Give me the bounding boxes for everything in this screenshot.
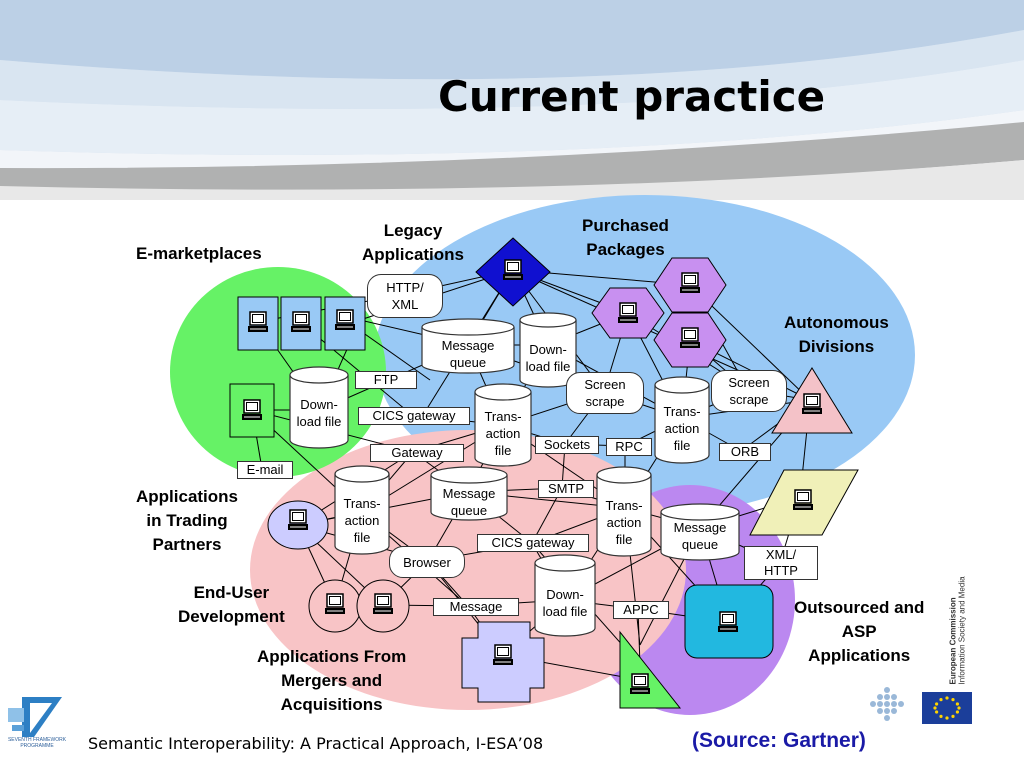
seventh-framework-logo	[8, 697, 62, 737]
smtp-tag: SMTP	[538, 480, 594, 498]
e-marketplace-computers	[229, 296, 366, 438]
label-purchased-packages: Purchased Packages	[582, 216, 669, 259]
label-legacy-applications: Legacy Applications	[362, 221, 465, 264]
dot-logo	[870, 687, 904, 721]
transaction-file-cylinder-4: Trans- action file	[605, 497, 643, 547]
message-tag: Message	[433, 598, 519, 616]
slide-title: Current practice	[438, 72, 826, 121]
label-outsourced-asp: Outsourced and ASP Applications	[794, 598, 925, 665]
message-queue-cylinder-2: Message queue	[442, 486, 496, 518]
screen-scrape-bubble-1: Screen scrape	[566, 372, 644, 414]
slide-footer: Semantic Interoperability: A Practical A…	[88, 734, 544, 753]
gateway-tag: Gateway	[370, 444, 464, 462]
label-e-marketplaces: E-marketplaces	[136, 244, 262, 263]
download-file-cylinder-1: Down- load file	[525, 342, 571, 374]
end-user-circles	[308, 579, 410, 633]
message-queue-cylinder-3: Message queue	[673, 520, 727, 552]
asp-application-box	[684, 584, 774, 659]
screen-scrape-bubble-2: Screen scrape	[711, 370, 787, 412]
appc-tag: APPC	[613, 601, 669, 619]
transaction-file-cylinder-2: Trans- action file	[663, 403, 701, 453]
rpc-tag: RPC	[606, 438, 652, 456]
download-file-cylinder-3: Down- load file	[542, 587, 588, 619]
browser-bubble: Browser	[389, 546, 465, 578]
orb-tag: ORB	[719, 443, 771, 461]
download-file-cylinder-2: Down- load file	[296, 397, 342, 429]
xml-http-tag: XML/ HTTP	[744, 546, 818, 580]
label-autonomous-divisions: Autonomous Divisions	[784, 313, 889, 356]
ftp-tag: FTP	[355, 371, 417, 389]
legacy-application-diamond	[475, 237, 551, 307]
eu-flag-logo	[922, 692, 972, 724]
title-band-graphic	[0, 0, 1024, 200]
transaction-file-cylinder-3: Trans- action file	[343, 495, 381, 545]
source-citation: (Source: Gartner)	[692, 729, 866, 752]
http-xml-bubble: HTTP/ XML	[367, 274, 443, 318]
autonomous-division-triangle	[771, 367, 853, 434]
label-end-user-development: End-User Development	[178, 583, 285, 626]
seventh-framework-caption: SEVENTH FRAMEWORK PROGRAMME	[7, 737, 67, 749]
transaction-file-cylinder-1: Trans- action file	[484, 408, 522, 458]
label-trading-partners: Applications in Trading Partners	[136, 487, 239, 554]
autonomous-division-parallelogram	[749, 469, 859, 536]
cics-gateway-tag-1: CICS gateway	[358, 407, 470, 425]
cics-gateway-tag-2: CICS gateway	[477, 534, 589, 552]
title-band	[0, 0, 1024, 200]
label-mergers-acquisitions: Applications From Mergers and Acquisitio…	[257, 647, 407, 714]
mergers-cross	[461, 621, 545, 703]
trading-partner-node	[267, 500, 329, 550]
cylinders	[289, 312, 740, 637]
european-commission-vertical-text: European Commission Information Society …	[948, 576, 967, 685]
outsourced-triangle	[619, 630, 682, 709]
sockets-tag: Sockets	[535, 436, 599, 454]
email-tag: E-mail	[237, 461, 293, 479]
message-queue-cylinder-1: Message queue	[441, 338, 495, 370]
purchased-package-hexagons	[591, 257, 727, 368]
